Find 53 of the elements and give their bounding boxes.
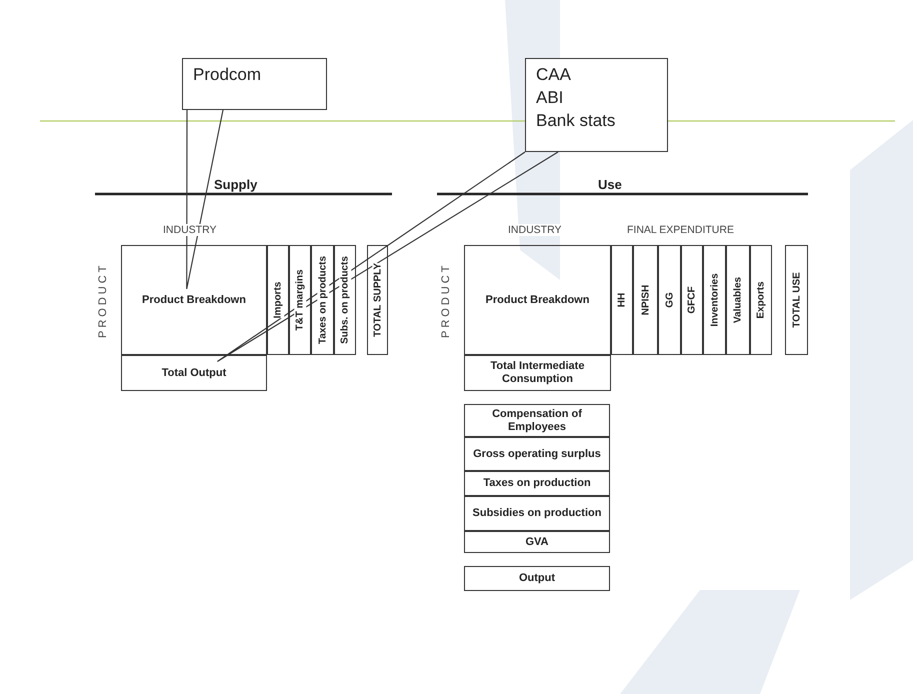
table-box [121, 245, 267, 355]
row-label: Product Breakdown [486, 294, 590, 306]
column-box [611, 245, 633, 355]
column-heading: GG [664, 292, 676, 308]
column-heading: Subs. on products [339, 256, 351, 344]
column-heading: Inventories [708, 273, 720, 327]
column-heading: GFCF [686, 286, 698, 314]
column-box [311, 245, 334, 355]
column-box [785, 245, 808, 355]
column-heading: Taxes on products [316, 256, 328, 344]
column-heading: NPISH [640, 284, 652, 316]
axis-heading: INDUSTRY [163, 224, 216, 236]
leader-line [216, 151, 559, 362]
column-box [367, 245, 388, 355]
table-box [464, 355, 611, 391]
table-box [464, 471, 610, 496]
column-box [681, 245, 703, 355]
column-heading: Imports [272, 282, 284, 318]
callout-box [525, 58, 668, 152]
column-box [633, 245, 658, 355]
section-heading: Use [598, 177, 622, 192]
callout-box [182, 58, 327, 110]
row-label: Total Output [162, 366, 226, 380]
row-label: Taxes on production [483, 477, 591, 490]
column-box [334, 245, 356, 355]
column-heading: TOTAL USE [790, 272, 802, 328]
section-heading: Supply [214, 177, 258, 192]
axis-heading: PRODUCT [97, 262, 109, 338]
table-box [464, 566, 610, 591]
column-box [289, 245, 311, 355]
leader-line [186, 109, 224, 290]
row-label: Gross operating surplus [473, 448, 601, 460]
axis-heading: FINAL EXPENDITURE [627, 224, 734, 236]
column-heading: Valuables [732, 276, 744, 324]
column-box [658, 245, 681, 355]
column-heading: T&T margins [294, 269, 306, 331]
table-box [121, 355, 267, 391]
table-box [464, 496, 610, 531]
row-label: GVA [525, 536, 549, 548]
column-box [750, 245, 772, 355]
column-heading: Exports [755, 281, 767, 319]
axis-heading: INDUSTRY [508, 224, 562, 236]
row-label: Product Breakdown [142, 294, 246, 306]
column-box [726, 245, 750, 355]
table-box [464, 531, 610, 553]
column-box [703, 245, 726, 355]
axis-heading: PRODUCT [440, 262, 452, 338]
table-box [464, 437, 610, 471]
table-box [464, 245, 611, 355]
column-box [267, 245, 289, 355]
row-label: Subsidies on production [472, 507, 602, 520]
column-heading: TOTAL SUPPLY [372, 262, 384, 338]
row-label: Output [518, 572, 556, 585]
